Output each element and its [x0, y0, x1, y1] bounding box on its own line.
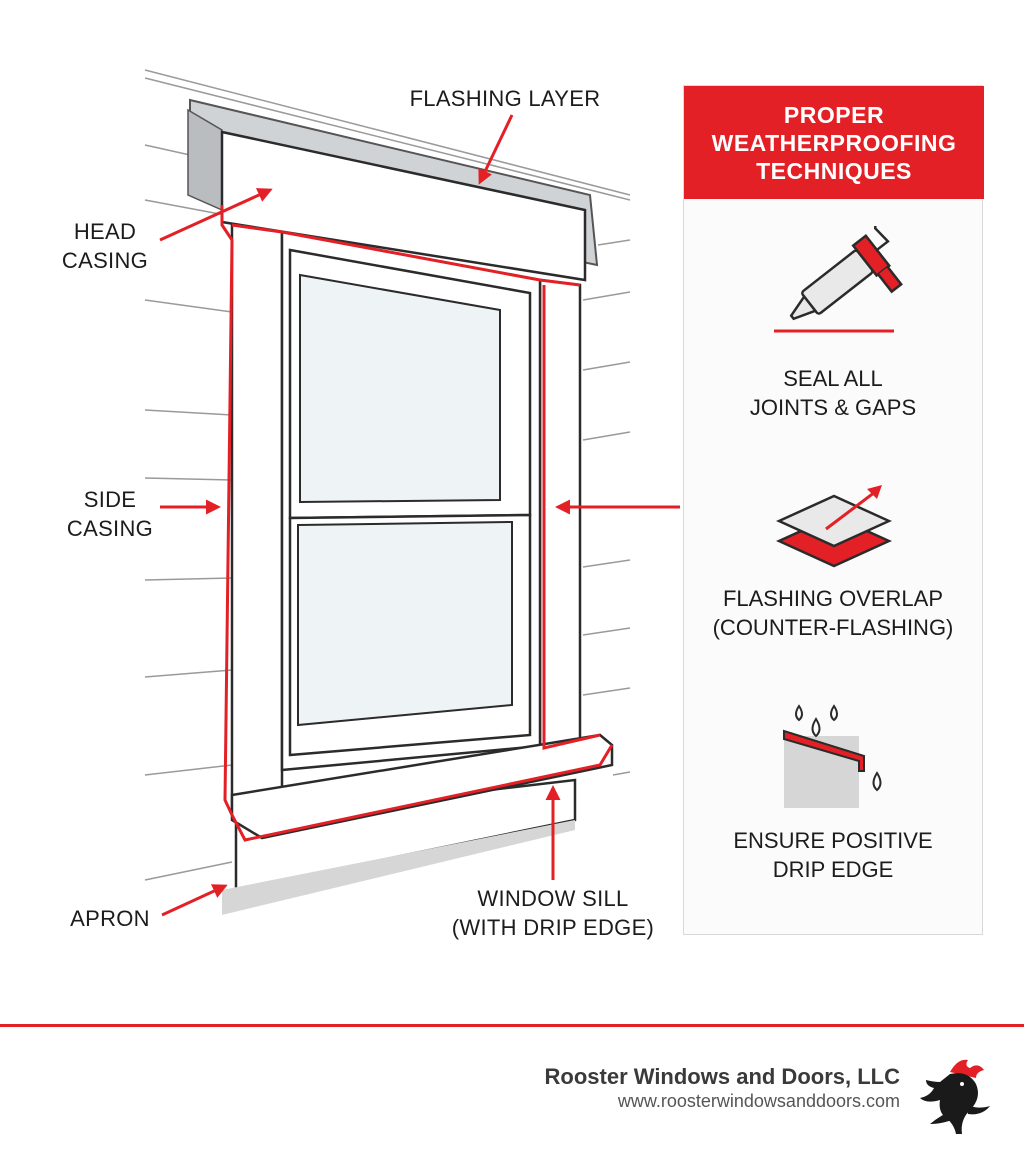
left-side-casing [230, 223, 284, 810]
weatherproofing-panel: PROPER WEATHERPROOFING TECHNIQUES SEAL A… [683, 85, 984, 935]
flashing-layers-icon [775, 485, 893, 568]
flashing-layer-label: FLASHING LAYER [409, 86, 601, 111]
apron-label: APRON [70, 906, 150, 931]
upper-glass [299, 273, 501, 504]
tip-seal-label: SEAL ALL JOINTS & GAPS [749, 366, 917, 420]
company-url[interactable]: www.roosterwindowsanddoors.com [617, 1091, 900, 1111]
tip-flashing-label: FLASHING OVERLAP (COUNTER-FLASHING) [712, 586, 954, 640]
head-casing-label: HEAD CASING [61, 219, 149, 273]
panel-title: PROPER WEATHERPROOFING TECHNIQUES [684, 86, 984, 199]
window-trim-diagram [144, 69, 680, 917]
company-name: Rooster Windows and Doors, LLC [544, 1064, 900, 1089]
drip-edge-icon [783, 704, 882, 808]
sealant-lines [220, 205, 614, 842]
lower-glass [297, 520, 513, 727]
tip-drip-label: ENSURE POSITIVE DRIP EDGE [733, 828, 933, 882]
siding [144, 69, 631, 881]
callout-arrows [159, 114, 680, 917]
right-side-casing [538, 278, 582, 752]
caulk-gun-icon [774, 226, 903, 333]
side-casing-label: SIDE CASING [66, 487, 154, 541]
rooster-logo-icon [920, 1059, 990, 1134]
window-sill-label: WINDOW SILL (WITH DRIP EDGE) [451, 886, 655, 940]
footer-divider [0, 1024, 1024, 1027]
head-casing [220, 130, 587, 282]
